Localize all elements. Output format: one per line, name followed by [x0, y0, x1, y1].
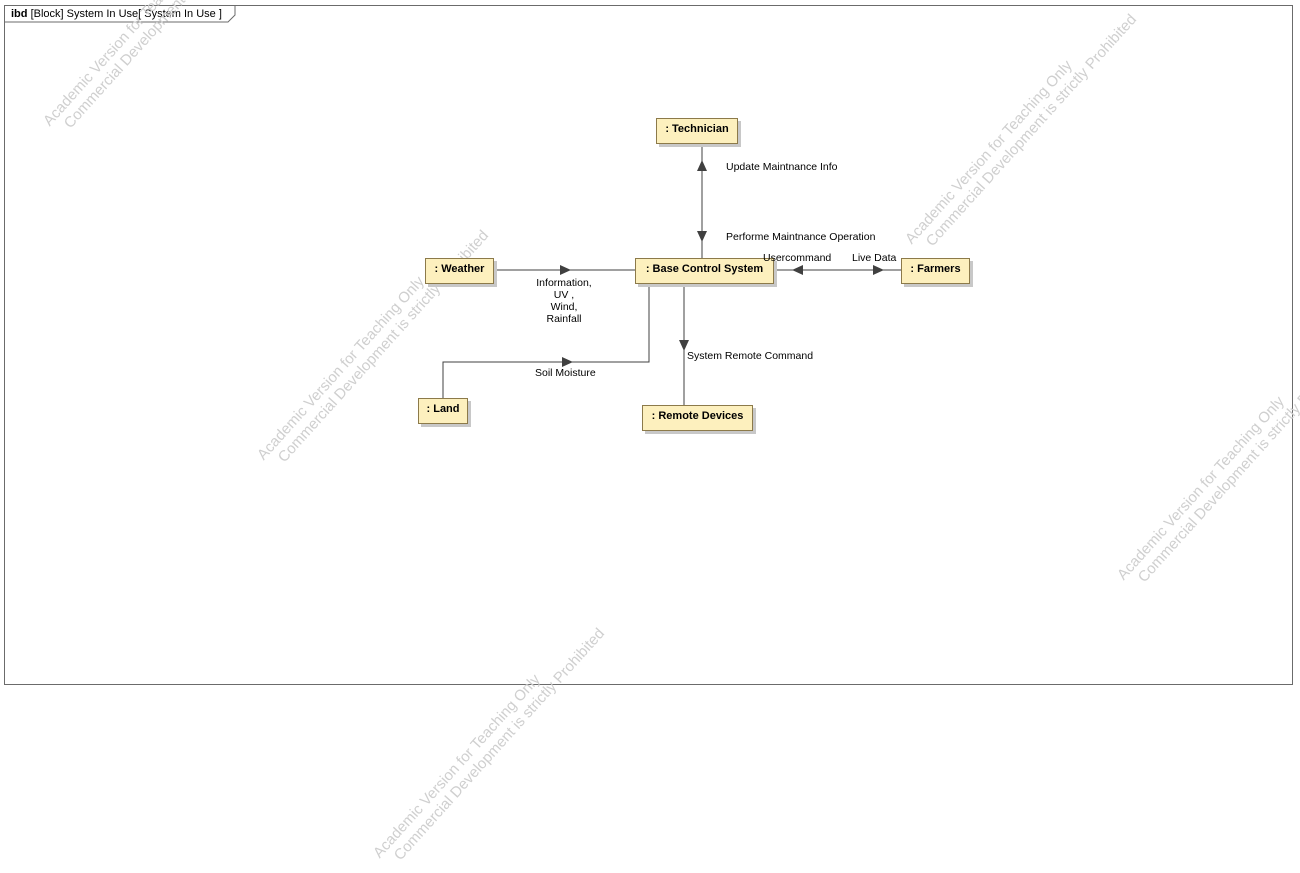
weather-info-line: UV , [553, 289, 575, 301]
soil-moisture-label: Soil Moisture [535, 367, 596, 379]
update-maintenance-label: Update Maintnance Info [726, 161, 838, 173]
farmers-part[interactable]: : Farmers [901, 258, 970, 284]
live-data-label: Live Data [852, 252, 897, 264]
frame-keyword: ibd [11, 8, 28, 20]
land-part[interactable]: : Land [418, 398, 468, 424]
land-connector[interactable] [442, 284, 650, 400]
technician-label: : Technician [665, 123, 729, 135]
frame-tab-outline [4, 5, 236, 23]
weather-label: : Weather [434, 263, 485, 275]
perform-maintenance-label: Performe Maintnance Operation [726, 231, 876, 243]
weather-info-arrow [560, 265, 571, 275]
base-control-system-part[interactable]: : Base Control System [635, 258, 774, 284]
soil-moisture-arrow [562, 357, 573, 367]
update-maintenance-arrow [697, 160, 707, 171]
weather-part[interactable]: : Weather [425, 258, 494, 284]
farmers-label: : Farmers [910, 263, 961, 275]
base-control-system-label: : Base Control System [645, 263, 764, 275]
remote-command-arrow [679, 340, 689, 351]
weather-info-line: Wind, [550, 301, 578, 313]
weather-info-line: Rainfall [546, 313, 582, 325]
weather-info-line: Information, [536, 277, 592, 289]
frame-name: [Block] System In Use[ System In Use ] [30, 8, 222, 20]
remote-devices-label: : Remote Devices [651, 410, 744, 422]
perform-maintenance-arrow [697, 231, 707, 242]
usercommand-arrow [792, 265, 803, 275]
remote-devices-part[interactable]: : Remote Devices [642, 405, 753, 431]
remote-command-label: System Remote Command [687, 350, 814, 362]
technician-part[interactable]: : Technician [656, 118, 738, 144]
connectors [442, 145, 902, 407]
frame-title: ibd [Block] System In Use[ System In Use… [11, 8, 222, 20]
usercommand-label: Usercommand [763, 252, 832, 264]
weather-info-label: Information, UV , Wind, Rainfall [524, 277, 604, 325]
live-data-arrow [873, 265, 884, 275]
land-label: : Land [426, 403, 460, 415]
